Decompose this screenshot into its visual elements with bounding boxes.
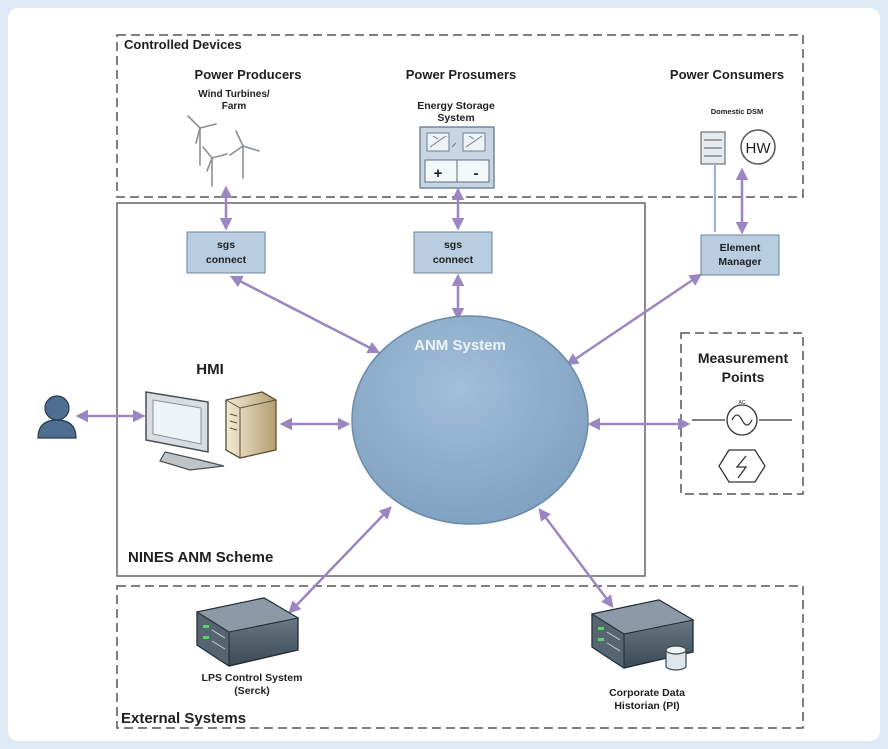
controlled-devices-label: Controlled Devices bbox=[124, 37, 242, 52]
sgs-connect-1-label-1: sgs bbox=[217, 239, 235, 251]
sgs-connect-node-1 bbox=[186, 231, 266, 274]
storage-minus-label: - bbox=[474, 165, 479, 182]
external-systems-label: External Systems bbox=[121, 710, 246, 727]
arrow-element-manager-anm bbox=[565, 273, 703, 366]
database-icon bbox=[665, 645, 687, 671]
element-manager-label-2: Manager bbox=[718, 256, 761, 268]
arrow-anm-historian bbox=[538, 508, 614, 608]
domestic-dsm-label: Domestic DSM bbox=[711, 107, 764, 116]
measurement-points-label-1: Measurement bbox=[698, 350, 789, 366]
element-manager-node bbox=[700, 234, 780, 276]
power-quality-sensor-icon bbox=[718, 449, 766, 483]
lps-control-label-2: (Serck) bbox=[234, 685, 270, 697]
power-producers-heading: Power Producers bbox=[195, 67, 302, 82]
sgs-connect-2-label-1: sgs bbox=[444, 239, 462, 251]
wind-turbines-label-2: Farm bbox=[222, 101, 247, 112]
storage-plus-label: + bbox=[434, 165, 443, 182]
lps-control-label-1: LPS Control System bbox=[202, 672, 303, 684]
measurement-points-group bbox=[680, 332, 804, 495]
historian-label-2: Historian (PI) bbox=[614, 700, 679, 712]
hw-label: HW bbox=[746, 140, 772, 157]
sgs-connect-1-label-2: connect bbox=[206, 254, 247, 266]
hmi-computer-tower-icon bbox=[225, 391, 277, 459]
power-consumers-heading: Power Consumers bbox=[670, 67, 784, 82]
hot-water-heater-icon bbox=[740, 129, 776, 165]
anm-system-node bbox=[351, 315, 589, 525]
ac-meter-icon bbox=[692, 404, 792, 436]
element-manager-label-1: Element bbox=[720, 242, 761, 254]
hmi-label: HMI bbox=[196, 361, 224, 378]
sgs-connect-node-2 bbox=[413, 231, 493, 274]
dsm-controller-icon bbox=[700, 131, 726, 165]
hmi-monitor-icon bbox=[145, 391, 225, 471]
power-prosumers-heading: Power Prosumers bbox=[406, 67, 517, 82]
user-icon bbox=[37, 395, 77, 439]
meter-ac-label: AC bbox=[739, 400, 746, 406]
external-systems-group bbox=[116, 585, 804, 729]
wind-turbine-icon bbox=[187, 115, 260, 187]
energy-storage-label-1: Energy Storage bbox=[417, 100, 495, 112]
anm-system-label: ANM System bbox=[414, 337, 506, 354]
sgs-connect-2-label-2: connect bbox=[433, 254, 474, 266]
wind-turbines-label-1: Wind Turbines/ bbox=[198, 89, 270, 100]
arrow-sgs1-anm bbox=[229, 275, 381, 354]
measurement-points-label-2: Points bbox=[722, 369, 765, 385]
historian-label-1: Corporate Data bbox=[609, 687, 685, 699]
energy-storage-icon bbox=[419, 126, 495, 189]
energy-storage-label-2: System bbox=[437, 112, 474, 124]
lps-server-icon bbox=[195, 597, 300, 667]
nines-anm-scheme-label: NINES ANM Scheme bbox=[128, 549, 273, 566]
arrow-anm-lps bbox=[288, 506, 392, 614]
